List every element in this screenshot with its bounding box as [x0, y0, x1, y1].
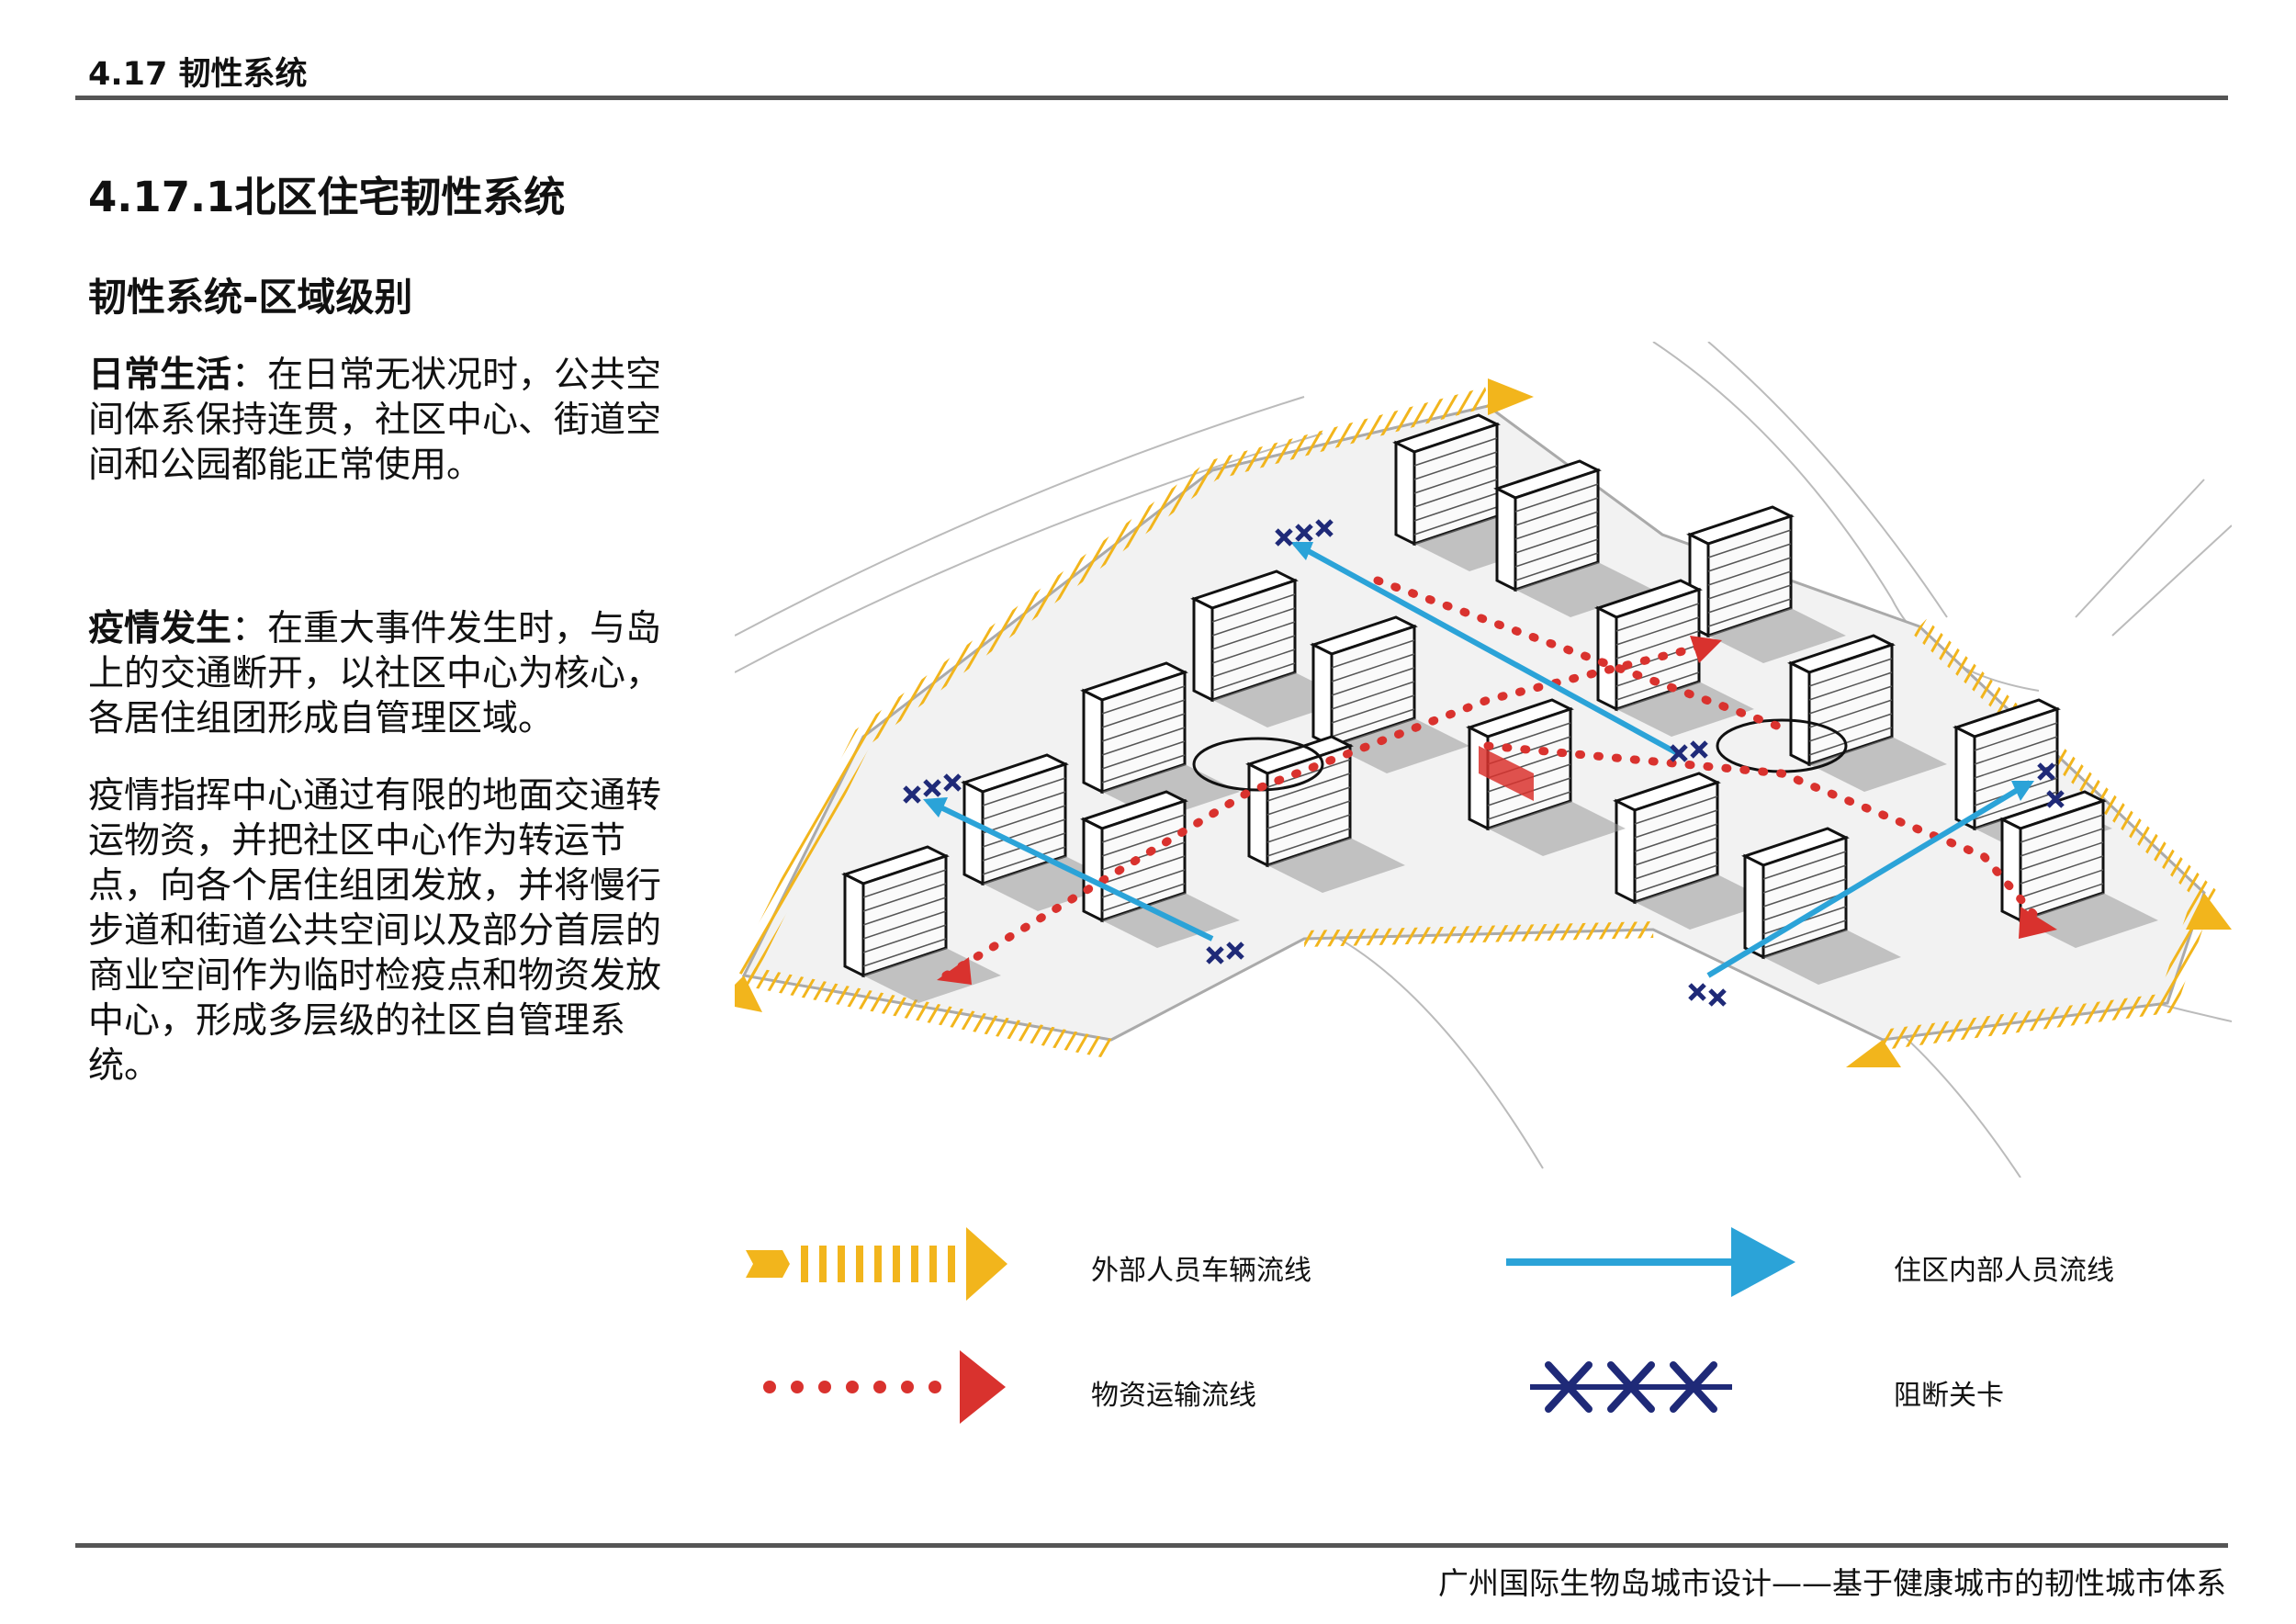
- page-title: 4.17.1北区住宅韧性系统: [88, 173, 566, 221]
- command-paragraph: 疫情指挥中心通过有限的地面交通转运物资，并把社区中心作为转运节点，向各个居住组团…: [88, 775, 662, 1087]
- checkpoint-legend-icon: [1530, 1361, 1732, 1413]
- internal-flow-label: 住区内部人员流线: [1894, 1255, 2114, 1287]
- supply-flow-legend-icon: [763, 1350, 1006, 1424]
- supply-flow-label: 物资运输流线: [1091, 1380, 1256, 1412]
- site-axonometric-diagram: [735, 342, 2232, 1178]
- checkpoints: [903, 519, 2065, 1007]
- footer-rule: [75, 1543, 2228, 1548]
- epidemic-label: 疫情发生: [88, 608, 232, 649]
- footer-text: 广州国际生物岛城市设计——基于健康城市的韧性城市体系: [1438, 1565, 2226, 1601]
- daily-label: 日常生活: [88, 355, 232, 396]
- daily-text: ：在日常无状况时，公共空间体系保持连贯，社区中心、街道空间和公园都能正常使用。: [88, 355, 662, 486]
- epidemic-text: ：在重大事件发生时，与岛上的交通断开，以社区中心为核心，各居住组团形成自管理区域…: [88, 608, 662, 739]
- page-subtitle: 韧性系统-区域级别: [88, 275, 413, 320]
- checkpoint-label: 阻断关卡: [1894, 1380, 2004, 1412]
- header-rule: [75, 96, 2228, 100]
- external-flow-legend-icon: [746, 1227, 1007, 1301]
- section-header: 4.17 韧性系统: [88, 56, 308, 93]
- external-flow-label: 外部人员车辆流线: [1091, 1255, 1311, 1287]
- epidemic-paragraph: 疫情发生：在重大事件发生时，与岛上的交通断开，以社区中心为核心，各居住组团形成自…: [88, 606, 694, 741]
- daily-paragraph: 日常生活：在日常无状况时，公共空间体系保持连贯，社区中心、街道空间和公园都能正常…: [88, 353, 694, 488]
- internal-flow-legend-icon: [1506, 1227, 1795, 1297]
